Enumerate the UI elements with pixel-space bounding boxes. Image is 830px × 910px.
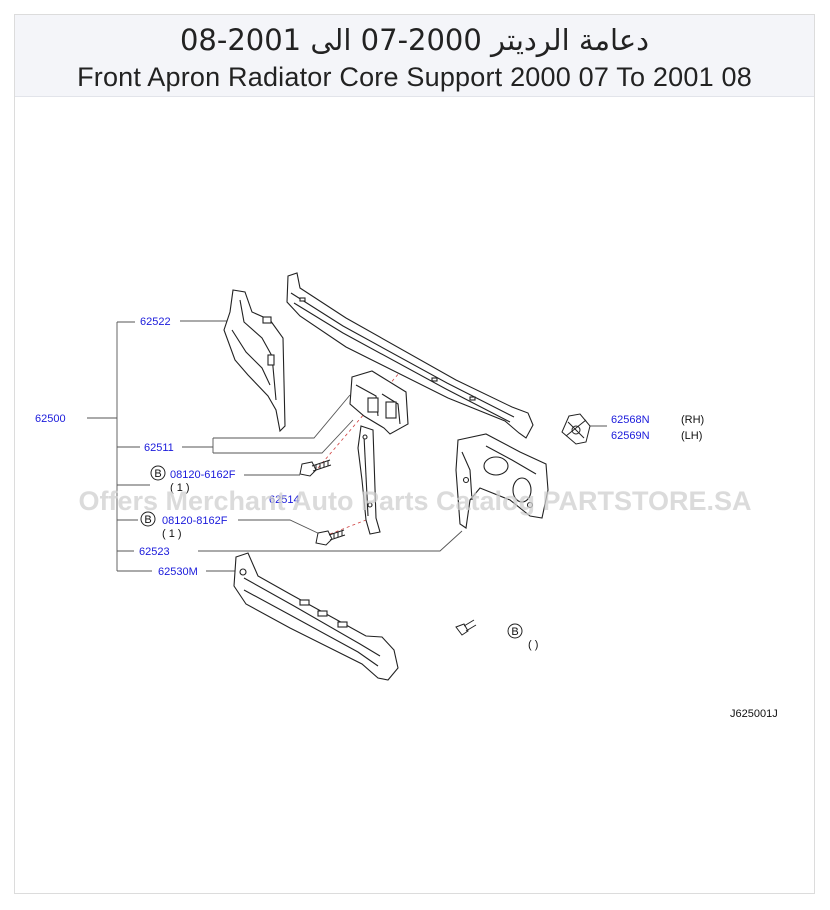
label-rh: (RH)	[681, 414, 704, 426]
leader-lines	[87, 320, 607, 572]
qty-08120-6162F: ( 1 )	[170, 482, 190, 494]
b-marker-3-text: B	[511, 626, 518, 638]
bolt-loose-icon	[455, 619, 477, 636]
label-62568N[interactable]: 62568N	[611, 414, 650, 426]
header: دعامة الرديتر 2000-07 الى 2001-08 Front …	[15, 15, 814, 97]
label-62523[interactable]: 62523	[139, 546, 170, 558]
leader-62511-bracket	[212, 394, 354, 454]
label-08120-6162F[interactable]: 08120-6162F	[170, 469, 236, 481]
diagram-code: J625001J	[730, 708, 778, 720]
hood-lock-bracket	[349, 370, 409, 435]
b-marker-1: B	[150, 465, 166, 481]
leader-62523	[117, 530, 463, 552]
b-marker-2: B	[140, 511, 156, 527]
label-62522[interactable]: 62522	[140, 316, 171, 328]
title-english: Front Apron Radiator Core Support 2000 0…	[77, 62, 752, 92]
qty-08120-8162F: ( 1 )	[162, 528, 182, 540]
bolt-08120-6162F-icon	[299, 459, 332, 477]
title-arabic: دعامة الرديتر 2000-07 الى 2001-08	[179, 23, 650, 57]
seal-clip-62568N	[561, 413, 591, 445]
b-marker-3: B	[507, 623, 523, 639]
label-lh: (LH)	[681, 430, 702, 442]
alignment-dashes	[317, 371, 401, 535]
center-stay-62514	[357, 425, 381, 535]
lower-support-62530M	[233, 552, 399, 681]
label-62530M[interactable]: 62530M	[158, 566, 198, 578]
upper-support-62511	[286, 272, 534, 439]
label-62511[interactable]: 62511	[144, 442, 174, 454]
side-panel-62522	[223, 289, 286, 433]
side-panel-62523	[455, 433, 549, 529]
label-62514[interactable]: 62514	[269, 494, 300, 506]
diagram-frame: دعامة الرديتر 2000-07 الى 2001-08 Front …	[14, 14, 815, 894]
b-marker-1-text: B	[154, 468, 161, 480]
label-62569N[interactable]: 62569N	[611, 430, 650, 442]
qty-empty: ( )	[528, 639, 538, 651]
leader-62522	[117, 320, 232, 323]
b-marker-2-text: B	[144, 514, 151, 526]
watermark-text: Offers Merchant Auto Parts Catalog PARTS…	[78, 486, 751, 516]
bolt-08120-8162F-icon	[315, 529, 346, 546]
label-08120-8162F[interactable]: 08120-8162F	[162, 515, 228, 527]
leader-bolt-b-ext	[238, 519, 323, 536]
label-62500[interactable]: 62500	[35, 413, 66, 425]
